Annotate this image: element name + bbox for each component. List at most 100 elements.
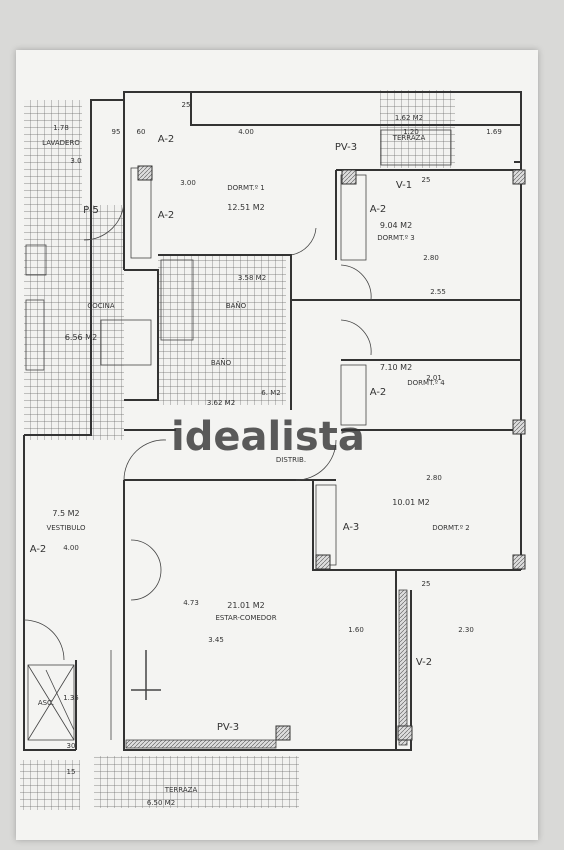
kitchen-table [100,319,152,366]
kitchen-tiles [24,100,82,440]
wall-b [190,92,521,126]
dorm3-area: 9.04 M2 [380,221,412,230]
dim-25c: 25 [422,176,431,184]
dim-135: 1.35 [63,694,79,702]
pillar-1 [137,165,153,181]
bathtub-1 [160,259,194,341]
code-a2-d1a: A-2 [158,134,175,145]
pillar-5 [512,554,526,570]
asc-line [45,669,75,731]
dim-255: 2.55 [430,288,446,296]
terraza-bottom-name: TERRAZA [164,786,198,794]
dorm2-name: DORMT.º 2 [432,524,469,532]
dorm4-name: DORMT.º 4 [407,379,445,387]
dim-120: 1.20 [403,128,419,136]
door-dorm1 [290,227,317,256]
pillar-8 [315,554,331,570]
pillars [137,165,526,741]
code-v1: V-1 [396,180,412,191]
bano2-area: 3.62 M2 [207,399,235,407]
vestibulo-area: 7.5 M2 [52,509,79,518]
wardrobe-2 [315,484,337,566]
dorm3-name: DORMT.º 3 [377,234,414,242]
dorm1-name: DORMT.º 1 [227,184,264,192]
wall-o [23,435,76,751]
pillar-6 [275,725,291,741]
code-a2-d1b: A-2 [158,210,175,221]
watermark-logo: idealista [171,414,365,460]
vestibulo-name: VESTIBULO [46,524,86,532]
dorm2-area: 10.01 M2 [392,498,429,507]
pillar-3 [512,169,526,185]
details [25,129,452,749]
terraza-bottom-area: 6.50 M2 [147,799,175,807]
wall-n [123,480,412,751]
bano1-area: 3.58 M2 [238,274,266,282]
code-a2-d4: A-2 [370,387,387,398]
door-vest [123,439,167,481]
code-a2-vest: A-2 [30,544,47,555]
bathrooms-tiles [158,255,286,405]
dorm1-area: 12.51 M2 [227,203,264,212]
dim-280b: 2.80 [426,474,442,482]
code-v2: V-2 [416,657,432,668]
corner-tiles [20,760,80,810]
cocina-area: 6.56 M2 [65,333,97,342]
estar-area: 21.01 M2 [227,601,264,610]
terraza-top-area: 1.62 M2 [395,114,423,122]
floor-plan: idealista DORMT.º 1 12.51 M2 DORMT.º 2 1… [20,90,526,810]
dim-400-top: 4.00 [238,128,254,136]
dim-15: 15 [67,768,76,776]
walls [23,91,522,751]
pillar-7 [397,725,413,741]
doors [23,199,372,661]
pillar-2 [341,169,357,185]
dim-160: 1.60 [348,626,364,634]
bottom-terrace-tiles [94,756,299,808]
dim-201: 2.01 [426,374,442,382]
door-estar-b [130,569,162,601]
door-estar-a [130,539,162,571]
wardrobe-1 [130,167,152,259]
dim-473: 4.73 [183,599,199,607]
bano2-name: BAÑO [211,358,232,367]
distrib-area: 6. M2 [261,389,280,397]
dim-280: 2.80 [423,254,439,262]
window-sill-right [398,589,408,746]
code-p5: P-5 [83,205,99,216]
door-dorm3 [340,264,372,301]
room-labels: DORMT.º 1 12.51 M2 DORMT.º 2 10.01 M2 DO… [38,114,470,807]
dim-3: 3.0 [70,157,81,165]
estar-name: ESTAR-COMEDOR [215,614,276,622]
lavadero-name: LAVADERO [42,139,80,147]
code-a2-d3: A-2 [370,204,387,215]
stove [25,244,47,276]
bano1-name: BAÑO [226,301,247,310]
top-terrace-tiles [380,90,455,168]
kitchen-tiles-2 [82,205,124,440]
code-pv3-top: PV-3 [335,142,357,153]
terraza-top-name: TERRAZA [392,134,426,142]
wardrobe-4 [340,364,367,426]
dim-300: 3.00 [180,179,196,187]
door-dorm2 [295,439,337,481]
wall-c [124,269,159,401]
dim-60: 60 [137,128,146,136]
asc-name: ASC. [38,699,54,707]
wardrobe-3 [340,174,367,261]
elevator-cross [27,664,75,741]
cocina-name: COCINA [87,302,115,310]
top-terrace-rail [380,129,452,166]
dimension-labels: 4.00 3.00 60 95 1.20 1.69 2.80 2.55 2.01… [63,101,502,776]
element-codes: A-2 A-2 A-2 A-2 A-3 A-2 PV-3 PV-3 P-5 V-… [30,134,432,733]
door-dorm4 [340,319,372,356]
dim-169: 1.69 [486,128,502,136]
dim-230: 2.30 [458,626,474,634]
dim-30: 30 [67,742,76,750]
tiled-floors [20,90,455,810]
dim-400-vest: 4.00 [63,544,79,552]
scanned-paper-sheet: idealista DORMT.º 1 12.51 M2 DORMT.º 2 1… [16,50,538,840]
code-a3-d2: A-3 [343,522,360,533]
cross-mark [131,650,161,700]
counter [25,299,45,371]
